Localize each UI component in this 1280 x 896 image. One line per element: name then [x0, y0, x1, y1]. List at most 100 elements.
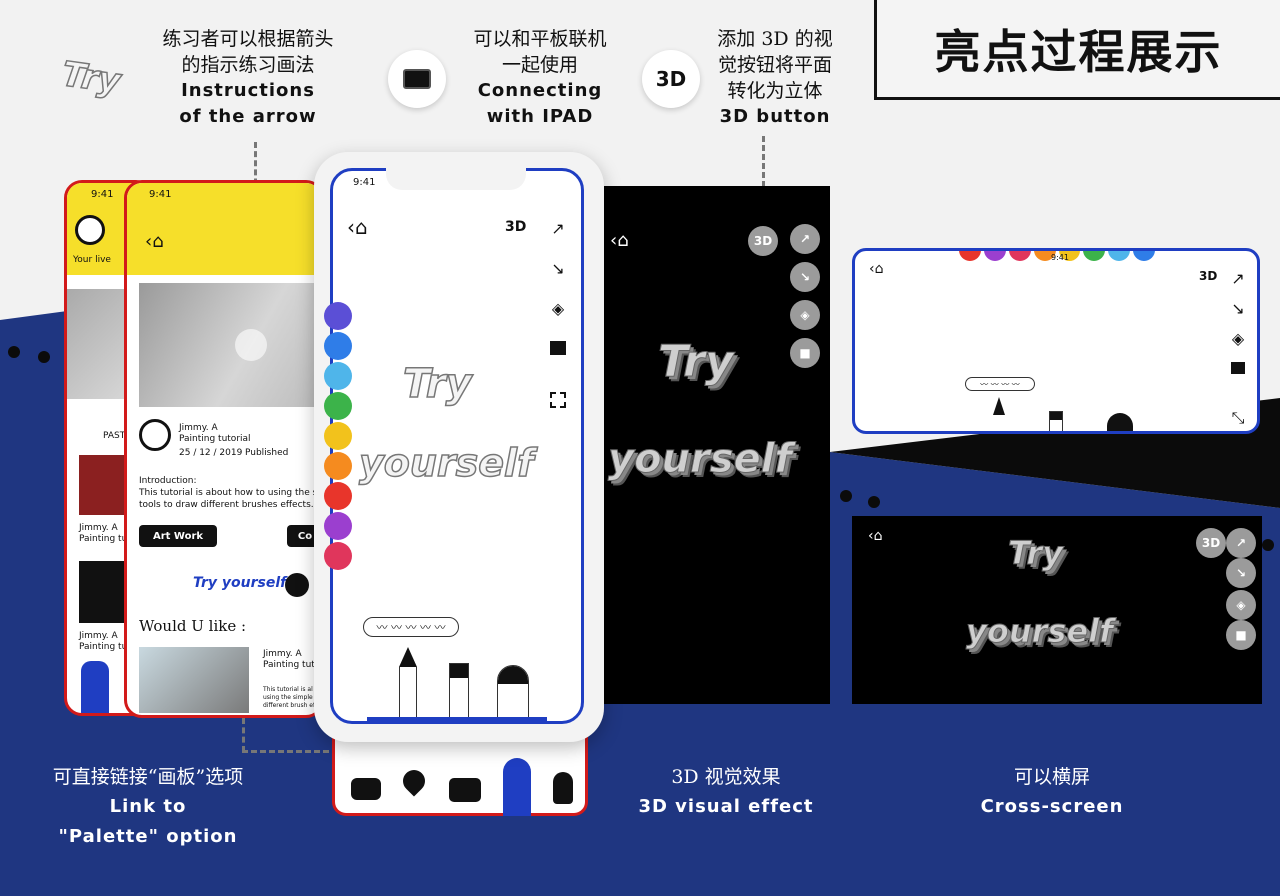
color-swatch-violet[interactable] [324, 512, 352, 540]
layers-icon[interactable]: ◈ [790, 300, 820, 330]
annotation-3d-cn3: 转化为立体 [727, 80, 823, 102]
3d-icon-label: 3D [655, 67, 687, 91]
intro-label: Introduction: [139, 476, 197, 486]
suggestion-image[interactable] [139, 647, 249, 713]
drawing-screen: 9:41 ‹⌂ 3D ↗ ↘ ◈ Try yourself 〰 〰 〰 〰 〰 [330, 168, 584, 724]
share-icon[interactable]: ↗ [1231, 268, 1245, 288]
keyhole-icon[interactable] [553, 772, 573, 804]
share-icon[interactable]: ↗ [551, 218, 565, 238]
download-icon[interactable]: ↘ [1226, 558, 1256, 588]
spray-tool[interactable] [1107, 413, 1133, 431]
publish-status: Published [245, 448, 289, 458]
3d-toggle-button[interactable]: 3D [748, 226, 778, 256]
marker-tool[interactable] [1049, 411, 1063, 431]
layers-icon[interactable]: ◈ [1231, 328, 1245, 348]
brush-stroke-selector[interactable]: 〰 〰 〰 〰 [965, 377, 1035, 391]
back-home-icon[interactable]: ‹⌂ [145, 231, 164, 252]
graffiti-3d-try: Try [1008, 534, 1064, 573]
annotation-palette-en1: Link to [109, 796, 187, 817]
phone-notch [386, 166, 526, 190]
graffiti-3d-try-text: Try [1008, 534, 1064, 573]
color-swatch-orange[interactable] [324, 452, 352, 480]
tutorial-video[interactable] [139, 283, 315, 407]
color-swatch-pink[interactable] [324, 542, 352, 570]
back-home-icon[interactable]: ‹⌂ [868, 528, 883, 544]
color-block-icon[interactable] [547, 337, 569, 359]
back-home-icon[interactable]: ‹⌂ [869, 261, 884, 277]
back-home-icon[interactable]: ‹⌂ [610, 230, 629, 251]
suggestion-text-1: This tutorial is al [263, 686, 313, 693]
color-swatch-purple[interactable] [324, 302, 352, 330]
annotation-visual: 3D 视觉效果 3D visual effect [616, 762, 836, 822]
annotation-ipad-cn2: 一起使用 [501, 54, 578, 76]
download-icon[interactable]: ↘ [551, 258, 565, 278]
annotation-ipad: 可以和平板联机 一起使用 Connecting with IPAD [440, 26, 640, 130]
3d-toggle-button[interactable]: 3D [1199, 269, 1218, 283]
annotation-arrow-cn1: 练习者可以根据箭头 [162, 28, 334, 50]
color-swatch-lightblue[interactable] [324, 362, 352, 390]
annotation-3d-cn2: 觉按钮将平面 [717, 54, 832, 76]
youtube-icon[interactable] [81, 661, 109, 713]
community-tag-label: Co [297, 530, 313, 542]
annotation-ipad-cn1: 可以和平板联机 [473, 28, 607, 50]
play-icon[interactable] [235, 329, 267, 361]
brush-stroke-selector[interactable]: 〰 〰 〰 〰 〰 [363, 617, 459, 637]
status-time: 9:41 [353, 177, 376, 188]
author-avatar[interactable] [139, 419, 171, 451]
graffiti-yourself: yourself [358, 440, 534, 486]
page-title: 亮点过程展示 [934, 24, 1223, 79]
palette-icon[interactable] [285, 573, 309, 597]
annotation-arrow-en1: Instructions [181, 80, 315, 101]
publish-date: 25 / 12 / 2019 [179, 448, 243, 458]
marker-tool[interactable] [449, 663, 469, 721]
avatar[interactable] [75, 215, 105, 245]
would-you-like-heading: Would U like : [139, 617, 247, 635]
pencil-tool[interactable] [399, 647, 417, 721]
community-tag[interactable]: Co [287, 525, 321, 547]
annotation-ipad-en2: with IPAD [486, 106, 594, 127]
bottom-bar [367, 717, 547, 721]
color-swatch-yellow[interactable] [324, 422, 352, 450]
suggestion-author: Jimmy. A [263, 649, 302, 659]
graffiti-3d-yourself-text: yourself [965, 612, 1114, 651]
annotation-visual-en: 3D visual effect [638, 796, 814, 817]
connector-palette-v [242, 690, 245, 752]
color-swatch-red[interactable] [324, 482, 352, 510]
annotation-3d-en1: 3D button [719, 106, 831, 127]
annotation-palette-en2: "Palette" option [58, 826, 238, 847]
share-icon[interactable]: ↗ [1226, 528, 1256, 558]
layers-icon[interactable]: ◈ [551, 298, 565, 318]
status-time: 9:41 [91, 189, 114, 200]
try-logo-text: Try [59, 53, 124, 102]
fullscreen-exit-icon[interactable]: ⤡ [1231, 408, 1245, 427]
phone-main: 9:41 ‹⌂ 3D ↗ ↘ ◈ Try yourself 〰 〰 〰 〰 〰 [314, 152, 604, 742]
graffiti-3d-try-text: Try [658, 336, 735, 388]
annotation-arrow: 练习者可以根据箭头 的指示练习画法 Instructions of the ar… [128, 26, 368, 130]
annotation-palette-cn: 可直接链接“画板”选项 [52, 766, 244, 788]
graffiti-3d-yourself-text: yourself [608, 436, 793, 483]
3d-toggle-button[interactable]: 3D [1196, 528, 1226, 558]
camera-icon[interactable] [449, 778, 481, 802]
3d-toggle-button[interactable]: 3D [505, 219, 527, 235]
share-icon[interactable]: ↗ [790, 224, 820, 254]
palette-dock-icon[interactable] [503, 758, 531, 816]
annotation-palette: 可直接链接“画板”选项 Link to "Palette" option [18, 762, 278, 852]
color-swatch-blue[interactable] [324, 332, 352, 360]
color-block-icon[interactable]: ■ [1226, 620, 1256, 650]
map-pin-icon[interactable] [398, 765, 430, 797]
youtube-icon[interactable] [351, 778, 381, 800]
color-block-icon[interactable] [1227, 357, 1249, 379]
art-work-tag[interactable]: Art Work [139, 525, 217, 547]
spray-tool[interactable] [497, 665, 529, 721]
art-work-tag-label: Art Work [152, 530, 204, 542]
layers-icon[interactable]: ◈ [1226, 590, 1256, 620]
annotation-3d: 添加 3D 的视 觉按钮将平面 转化为立体 3D button [690, 26, 860, 130]
download-icon[interactable]: ↘ [790, 262, 820, 292]
try-yourself-link[interactable]: Try yourself [193, 575, 287, 591]
color-swatch-green[interactable] [324, 392, 352, 420]
pencil-tool[interactable] [993, 397, 1005, 415]
download-icon[interactable]: ↘ [1231, 298, 1245, 318]
back-home-icon[interactable]: ‹⌂ [347, 215, 368, 239]
color-block-icon[interactable]: ■ [790, 338, 820, 368]
fullscreen-icon[interactable] [547, 389, 569, 411]
